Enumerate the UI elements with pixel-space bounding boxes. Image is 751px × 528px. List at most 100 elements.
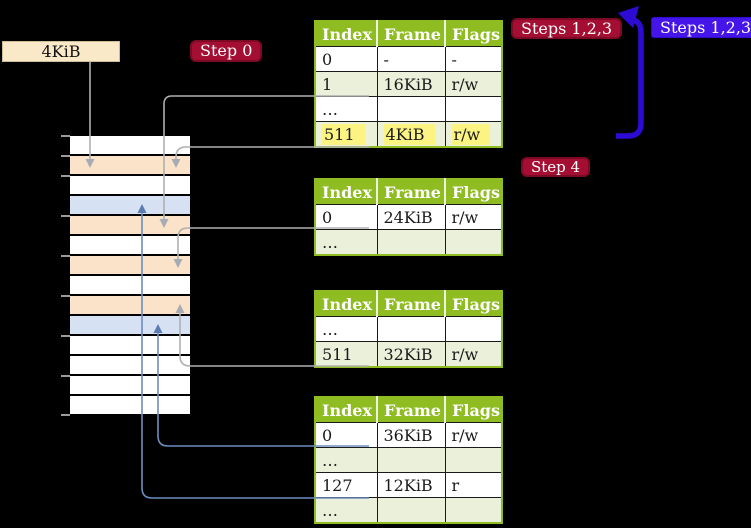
- table-row: …: [315, 497, 502, 523]
- memory-frame-row-10-blue: [70, 316, 190, 336]
- stack-tick: [61, 335, 70, 337]
- steps-1234-badge: Steps 1,2,3,4: [651, 17, 751, 38]
- column-header-index: Index: [315, 397, 378, 423]
- column-header-frame: Frame: [377, 397, 446, 423]
- column-header-index: Index: [315, 21, 378, 47]
- table-cell: 0: [315, 204, 378, 230]
- stack-tick: [61, 255, 70, 257]
- column-header-frame: Frame: [377, 21, 446, 47]
- stack-tick: [61, 414, 70, 416]
- column-header-frame: Frame: [377, 179, 446, 205]
- table-cell: [445, 497, 502, 523]
- memory-frame-row-4-blue: [70, 196, 190, 216]
- column-header-index: Index: [315, 291, 378, 317]
- table-cell: 0: [315, 422, 378, 448]
- table-cell: r/w: [445, 71, 502, 97]
- stack-tick: [61, 155, 70, 157]
- table-cell: …: [315, 229, 378, 255]
- table-row: …: [315, 229, 502, 255]
- table-row: 0--: [315, 46, 502, 72]
- steps-123-badge: Steps 1,2,3: [511, 18, 623, 39]
- table-cell: 1: [315, 71, 378, 97]
- table-cell: 511: [315, 121, 378, 147]
- table-cell: 12KiB: [377, 472, 446, 498]
- table-cell: …: [315, 497, 378, 523]
- table-cell: r/w: [445, 204, 502, 230]
- table-row: …: [315, 316, 502, 342]
- table-cell: [377, 447, 446, 473]
- table-cell: 127: [315, 472, 378, 498]
- table-cell: 0: [315, 46, 378, 72]
- memory-frame-row-9-orange: [70, 296, 190, 316]
- table-cell: -: [377, 46, 446, 72]
- column-header-index: Index: [315, 179, 378, 205]
- memory-frame-row-13-white: [70, 376, 190, 396]
- column-header-frame: Frame: [377, 291, 446, 317]
- table-cell: [377, 497, 446, 523]
- step-4-badge: Step 4: [521, 157, 591, 177]
- column-header-flags: Flags: [445, 291, 502, 317]
- table-cell: …: [315, 96, 378, 122]
- table-cell: r: [445, 472, 502, 498]
- table-cell: 16KiB: [377, 71, 446, 97]
- memory-frame-row-11-white: [70, 336, 190, 356]
- memory-frame-row-8-white: [70, 276, 190, 296]
- connector-table1-index511-to-row2: [175, 146, 369, 160]
- table-cell: 32KiB: [377, 341, 446, 367]
- table-cell: [445, 447, 502, 473]
- stack-tick: [61, 175, 70, 177]
- table-cell: [377, 316, 446, 342]
- table-cell: 36KiB: [377, 422, 446, 448]
- column-header-flags: Flags: [445, 179, 502, 205]
- column-header-flags: Flags: [445, 21, 502, 47]
- table-row: 511 4KiB r/w: [315, 121, 502, 147]
- table-cell: r/w: [445, 341, 502, 367]
- memory-frame-row-5-orange: [70, 216, 190, 236]
- table-cell: r/w: [445, 422, 502, 448]
- column-header-flags: Flags: [445, 397, 502, 423]
- memory-frame-row-14-white: [70, 396, 190, 416]
- table-cell: -: [445, 46, 502, 72]
- stack-tick: [61, 375, 70, 377]
- table-cell: 24KiB: [377, 204, 446, 230]
- table-cell: [377, 96, 446, 122]
- highlighted-value: 511: [322, 123, 365, 145]
- table-cell: [445, 316, 502, 342]
- table-cell: …: [315, 447, 378, 473]
- highlighted-value: 4KiB: [383, 123, 435, 145]
- memory-frame-row-12-white: [70, 356, 190, 376]
- table-row: …: [315, 447, 502, 473]
- table-cell: …: [315, 316, 378, 342]
- stack-tick: [61, 215, 70, 217]
- table-cell: 511: [315, 341, 378, 367]
- memory-frame-row-2-orange: [70, 156, 190, 176]
- highlighted-value: r/w: [451, 123, 491, 145]
- physical-memory-stack: [70, 136, 190, 416]
- memory-frame-row-6-white: [70, 236, 190, 256]
- step-0-badge: Step 0: [190, 40, 263, 62]
- table-cell: [377, 229, 446, 255]
- page-size-box: 4KiB: [2, 41, 120, 62]
- table-row: …: [315, 96, 502, 122]
- table-cell: [445, 96, 502, 122]
- memory-frame-row-3-white: [70, 176, 190, 196]
- table-cell: 4KiB: [377, 121, 446, 147]
- memory-frame-row-1-white: [70, 136, 190, 156]
- stack-tick: [61, 295, 70, 297]
- stack-tick: [61, 135, 70, 137]
- table-cell: [445, 229, 502, 255]
- memory-frame-row-7-orange: [70, 256, 190, 276]
- table-cell: r/w: [445, 121, 502, 147]
